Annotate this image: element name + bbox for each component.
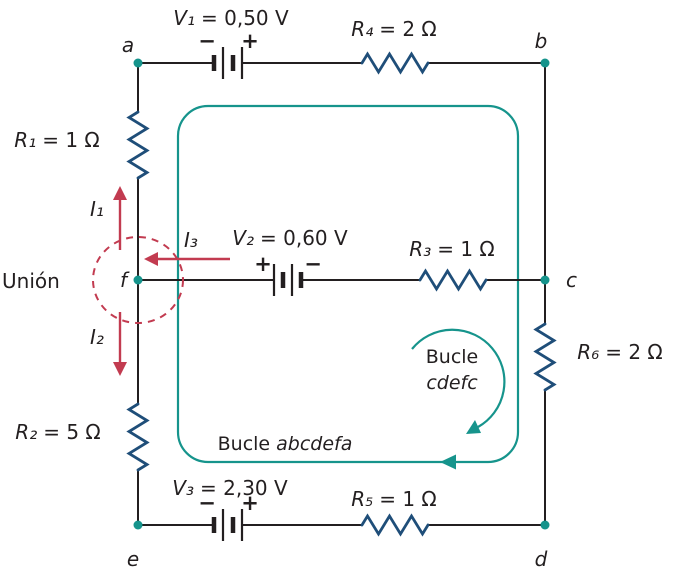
resistor-r3-zigzag <box>418 268 488 292</box>
v2-pos-sign: + <box>254 252 272 276</box>
label-r4-value: = 2 Ω <box>379 17 436 41</box>
node-d-label: d <box>535 547 548 571</box>
junction-label: Unión <box>2 269 60 293</box>
label-r2-symbol: R₂ <box>15 420 37 444</box>
node-f-label: f <box>120 268 130 292</box>
current-i1-label: I₁ <box>90 197 104 221</box>
current-i2-label: I₂ <box>90 325 104 349</box>
current-i1-arrowhead <box>113 186 127 200</box>
label-r6-value: = 2 Ω <box>605 340 662 364</box>
loop-abcdefa-label-name: abcdefa <box>276 433 352 455</box>
node-b-label: b <box>535 29 548 53</box>
label-v1-symbol: V₁ <box>173 6 195 30</box>
node-f-dot <box>133 275 143 285</box>
resistor-r2-zigzag <box>126 402 150 472</box>
label-v2-symbol: V₂ <box>232 226 254 250</box>
label-r1-value: = 1 Ω <box>42 128 99 152</box>
label-v3-value: = 2,30 V <box>200 476 288 500</box>
label-r6: R₆= 2 Ω <box>577 340 662 364</box>
current-i1 <box>113 186 127 250</box>
node-c-dot <box>540 275 550 285</box>
label-v2: V₂= 0,60 V <box>232 226 348 250</box>
label-r5: R₅= 1 Ω <box>351 487 436 511</box>
label-r1-symbol: R₁ <box>14 128 36 152</box>
loop-cdefc-path <box>411 328 506 428</box>
label-r2: R₂= 5 Ω <box>15 420 100 444</box>
loop-cdefc <box>411 328 506 434</box>
node-a-label: a <box>122 33 134 57</box>
loop-cdefc-arrowhead <box>466 420 481 434</box>
current-i2 <box>113 312 127 376</box>
label-r5-symbol: R₅ <box>351 487 373 511</box>
current-i2-arrowhead <box>113 362 127 376</box>
node-a-dot <box>133 58 143 68</box>
loop-abcdefa-arrowhead <box>440 454 456 470</box>
loop-abcdefa-label-word: Bucle <box>218 433 271 455</box>
battery-v1 <box>211 47 244 79</box>
current-i3 <box>144 252 230 266</box>
label-r4: R₄= 2 Ω <box>351 17 436 41</box>
label-v2-value: = 0,60 V <box>260 226 348 250</box>
current-i3-arrowhead <box>144 252 158 266</box>
label-v1-value: = 0,50 V <box>201 6 289 30</box>
label-r3-value: = 1 Ω <box>437 237 494 261</box>
loop-abcdefa-path <box>176 104 520 464</box>
label-v1: V₁= 0,50 V <box>173 6 289 30</box>
v3-neg-sign: − <box>198 491 216 515</box>
label-r1: R₁= 1 Ω <box>14 128 99 152</box>
node-c-label: c <box>566 268 577 292</box>
label-r6-symbol: R₆ <box>577 340 599 364</box>
resistor-r1-zigzag <box>126 110 150 180</box>
resistor-r6-zigzag <box>533 322 557 392</box>
label-v3-symbol: V₃ <box>172 476 194 500</box>
loop-abcdefa <box>176 104 520 470</box>
battery-v3 <box>211 509 244 541</box>
v3-pos-sign: + <box>241 491 259 515</box>
node-e-dot <box>133 520 143 530</box>
node-b-dot <box>540 58 550 68</box>
v1-neg-sign: − <box>198 29 216 53</box>
circuit-wires <box>137 62 546 526</box>
label-r2-value: = 5 Ω <box>43 420 100 444</box>
junction-dashed-circle <box>92 236 184 324</box>
label-v3: V₃= 2,30 V <box>172 476 288 500</box>
label-r4-symbol: R₄ <box>351 17 373 41</box>
current-i3-label: I₃ <box>184 228 198 252</box>
node-e-label: e <box>127 547 139 571</box>
label-r3: R₃= 1 Ω <box>409 237 494 261</box>
resistor-r5-zigzag <box>360 513 430 537</box>
label-r3-symbol: R₃ <box>409 237 431 261</box>
v2-neg-sign: − <box>304 252 322 276</box>
node-d-dot <box>540 520 550 530</box>
loop-cdefc-label-name: cdefc <box>426 372 478 394</box>
label-r5-value: = 1 Ω <box>379 487 436 511</box>
battery-v2 <box>272 264 304 296</box>
v1-pos-sign: + <box>241 29 259 53</box>
resistor-r4-zigzag <box>360 51 430 75</box>
loop-cdefc-label-word: Bucle <box>426 346 479 368</box>
